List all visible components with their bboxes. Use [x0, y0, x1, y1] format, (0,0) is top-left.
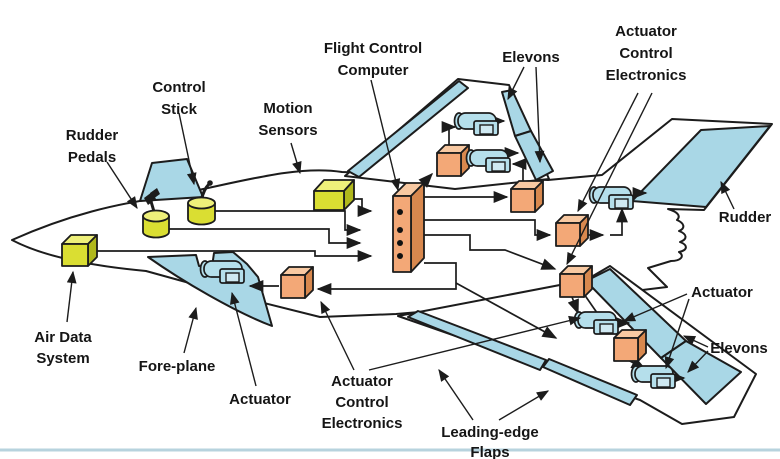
- pointer-elevons-right-2: [687, 350, 709, 373]
- signal-wires: [97, 115, 686, 384]
- pointer-control-stick: [178, 112, 197, 186]
- ace-box-right-wing-2: [613, 329, 647, 362]
- label-actuator-right: Actuator: [691, 284, 753, 301]
- air-data-system-box: [61, 234, 98, 267]
- wire-control-stick-to-fcc: [214, 210, 362, 236]
- pointer-actuator-right-2: [664, 298, 690, 370]
- wire-to-leading-edge-flaps: [455, 282, 558, 339]
- control-stick-device: [187, 180, 216, 226]
- wire-air-data-to-fcc: [97, 250, 373, 262]
- ace-box-left-wing-1: [436, 144, 470, 177]
- pointer-actuator-right-1: [622, 293, 688, 322]
- wire-fcc-to-ace4: [424, 234, 557, 270]
- fcc-port-4: [397, 253, 403, 259]
- wire-to-rudder-actuator: [610, 207, 628, 236]
- wire-motion-sensors-to-fcc: [352, 198, 373, 217]
- pointer-leading-edge-flaps-1: [438, 368, 474, 421]
- wire-rudder-pedals-to-fcc: [168, 228, 362, 249]
- fcc-port-2: [397, 227, 403, 233]
- wire-fcc-to-ace3: [424, 219, 552, 241]
- right-leading-edge-flap-1: [407, 310, 547, 371]
- motion-sensors-box: [313, 179, 355, 211]
- pointer-ace-top-1: [577, 92, 639, 213]
- pointer-motion-sensors: [290, 142, 302, 175]
- pointer-ace-bottom-1: [320, 300, 355, 371]
- pointer-actuator-fore-plane: [230, 291, 257, 387]
- ace-box-left-wing-2: [510, 180, 544, 213]
- pointer-elevons-top-1: [507, 66, 525, 101]
- ace-box-right-wing-1: [559, 265, 593, 298]
- pointer-elevons-top-2: [534, 66, 545, 164]
- rudder-surface: [631, 125, 771, 208]
- left-leading-edge-flap: [347, 80, 469, 178]
- wire-ace2-to-actuator2: [511, 158, 527, 187]
- flight-control-computer-box: [392, 182, 425, 273]
- pointer-elevons-right-1: [682, 335, 709, 348]
- label-elevons-right: Elevons: [710, 340, 768, 357]
- fcc-port-3: [397, 240, 403, 246]
- wire-ace1-to-actuator1: [441, 121, 457, 145]
- pointer-rudder: [720, 180, 735, 210]
- pointer-fore-plane: [183, 306, 198, 354]
- label-rudder: Rudder: [719, 209, 772, 226]
- ace-box-fore-plane: [280, 266, 314, 299]
- right-leading-edge-flap-2: [542, 358, 638, 406]
- label-actuator-fore-plane: Actuator: [229, 391, 291, 408]
- pointer-ace-top-2: [566, 92, 653, 266]
- pointer-flight-control-computer: [370, 79, 401, 192]
- label-pointers: [66, 66, 735, 421]
- pointer-ace-bottom-2: [368, 315, 582, 371]
- pointer-air-data-system: [66, 270, 77, 323]
- pointer-rudder-pedals: [106, 161, 138, 210]
- label-elevons-top: Elevons: [502, 49, 560, 66]
- rudder-pedals-device: [142, 188, 170, 239]
- fcc-port-1: [397, 209, 403, 215]
- wire-fcc-to-ace6-loop: [316, 262, 457, 295]
- label-fore-plane: Fore-plane: [139, 358, 216, 375]
- wire-ace4-to-actuator5: [567, 296, 579, 315]
- right-elevon-segment-2: [660, 340, 742, 405]
- left-elevon-segment-2: [514, 130, 554, 181]
- pointer-leading-edge-flaps-2: [498, 390, 550, 421]
